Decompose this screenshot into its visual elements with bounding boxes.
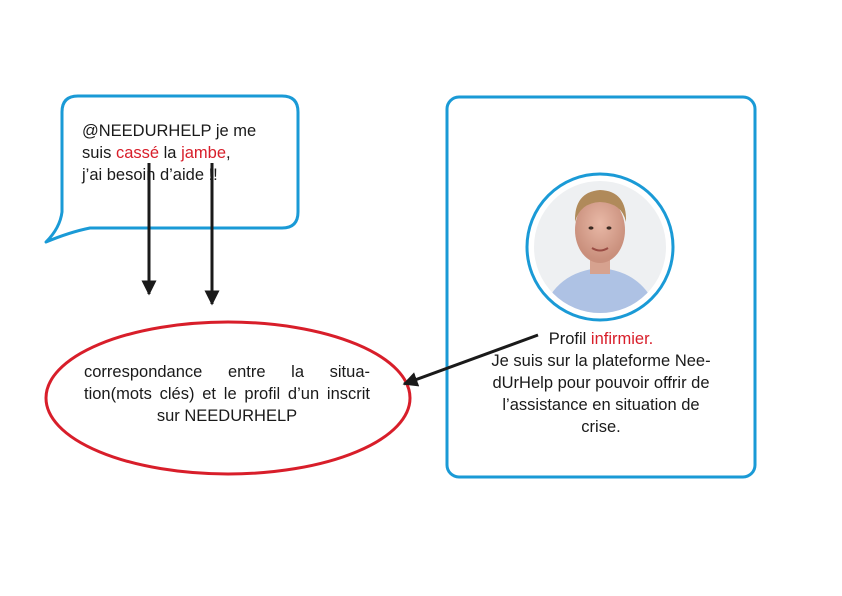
profile-role: infirmier. xyxy=(590,330,654,348)
bubble-line-2: suis cassé la jambe, xyxy=(82,142,292,164)
profile-description: Profil infirmier. Je suis sur la platefo… xyxy=(455,328,747,438)
profile-desc-line-4: crise. xyxy=(581,418,621,436)
keyword-jambe: jambe xyxy=(181,144,227,162)
arrow-profile-to-match xyxy=(402,333,539,387)
profile-desc-line-1: Je suis sur la plateforme Nee- xyxy=(491,352,711,370)
bubble-line-3: j’ai besoin d’aide !! xyxy=(82,166,218,184)
avatar xyxy=(525,172,675,322)
bubble-line-1: @NEEDURHELP je me xyxy=(82,122,257,140)
bubble-text-pre: suis xyxy=(82,144,116,162)
profile-desc-line-2: dUrHelp pour pouvoir offrir de xyxy=(492,374,710,392)
bubble-text-post: , xyxy=(226,144,231,162)
keyword-casse: cassé xyxy=(115,144,160,162)
profile-title: Profil infirmier. xyxy=(455,328,747,350)
profile-label: Profil xyxy=(548,330,591,348)
speech-bubble xyxy=(44,94,300,244)
matching-text: correspondance entre la situa-tion(mots … xyxy=(84,363,370,425)
bubble-message: @NEEDURHELP je me suis cassé la jambe, j… xyxy=(82,120,292,186)
profile-desc-line-3: l’assistance en situation de xyxy=(502,396,700,414)
bubble-text-mid: la xyxy=(159,144,182,162)
matching-ellipse xyxy=(44,320,412,476)
